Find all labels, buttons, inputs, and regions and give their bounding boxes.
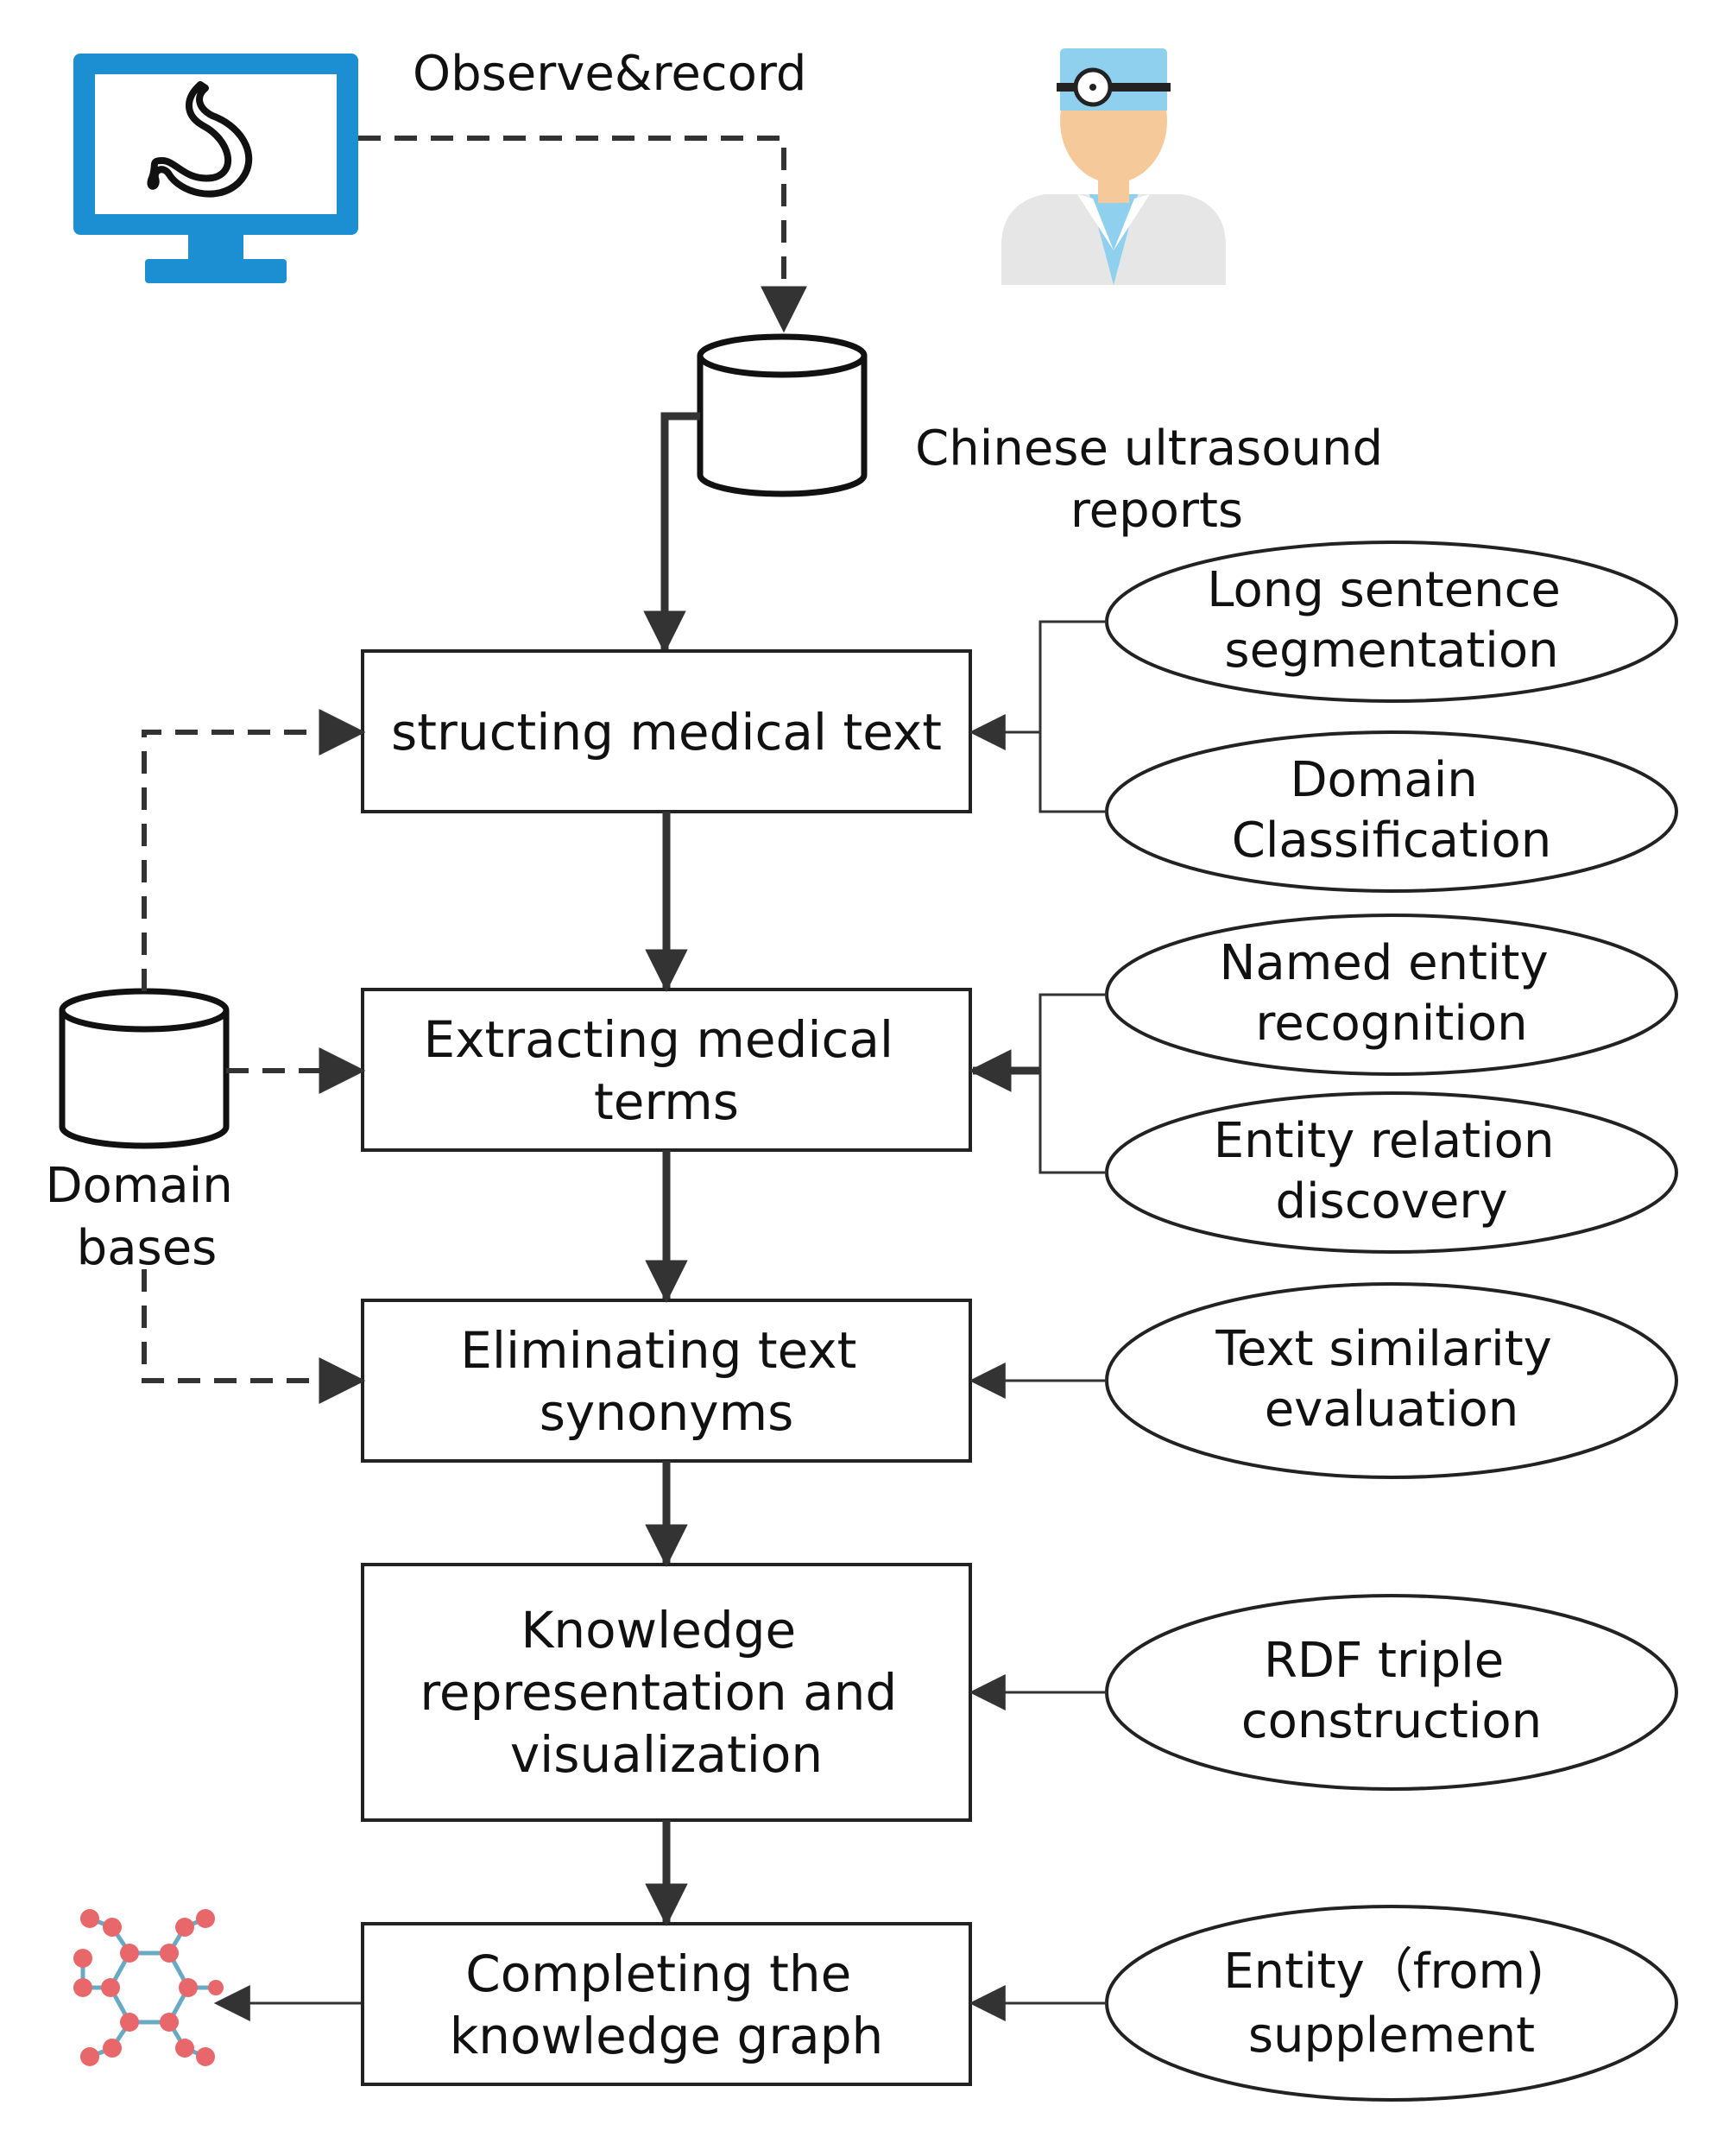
- reports-database-icon: [697, 333, 868, 497]
- step-extracting-label: Extracting medical terms: [424, 1010, 910, 1131]
- reports-to-structuring-arrow: [643, 412, 700, 654]
- method-rdf-triple-construction: RDF triple construction: [1105, 1594, 1678, 1791]
- method-text-similarity-evaluation: Text similarity evaluation: [1105, 1282, 1678, 1479]
- observe-record-label: Observe&record: [413, 46, 806, 102]
- domain-to-structuring-arrow: [142, 709, 366, 991]
- step-eliminating-label: Eliminating text synonyms: [460, 1321, 873, 1442]
- domain-to-eliminating-arrow: [142, 1269, 366, 1404]
- domain-database-icon: [59, 988, 230, 1149]
- knowledge-graph-icon: [73, 1909, 224, 2066]
- method-named-entity-recognition-label: Named entity recognition: [1220, 935, 1564, 1052]
- method-entity-relation-discovery: Entity relation discovery: [1105, 1091, 1678, 1254]
- method-long-sentence-segmentation: Long sentence segmentation: [1105, 541, 1678, 703]
- method-domain-classification-label: Domain Classification: [1232, 752, 1552, 869]
- bracket-structuring: [1038, 620, 1107, 813]
- step-eliminating: Eliminating text synonyms: [361, 1299, 972, 1463]
- method-named-entity-recognition: Named entity recognition: [1105, 914, 1678, 1076]
- step-completing: Completing the knowledge graph: [361, 1922, 972, 2086]
- monitor-stomach-icon: [73, 54, 358, 283]
- reports-label: Chinese ultrasound reports: [915, 420, 1398, 539]
- bracket-extracting: [1038, 993, 1107, 1174]
- domain-bases-label: Domain bases: [45, 1158, 248, 1276]
- step-structuring: structing medical text: [361, 649, 972, 813]
- method-text-similarity-evaluation-label: Text similarity evaluation: [1215, 1321, 1567, 1438]
- doctor-icon: [1001, 48, 1226, 285]
- method-entity-supplement-label: Entity（from) supplement: [1223, 1944, 1559, 2064]
- step-structuring-label: structing medical text: [391, 703, 942, 762]
- method-entity-relation-discovery-label: Entity relation discovery: [1214, 1113, 1570, 1230]
- step-completing-label: Completing the knowledge graph: [450, 1944, 884, 2065]
- observe-record-arrow: [358, 136, 807, 333]
- step-knowledge-representation-label: Knowledge representation and visualizati…: [420, 1601, 912, 1784]
- method-rdf-triple-construction-label: RDF triple construction: [1241, 1633, 1542, 1749]
- method-entity-supplement: Entity（from) supplement: [1105, 1905, 1678, 2102]
- method-long-sentence-segmentation-label: Long sentence segmentation: [1207, 562, 1575, 679]
- step-extracting: Extracting medical terms: [361, 988, 972, 1152]
- method-domain-classification: Domain Classification: [1105, 730, 1678, 893]
- step-knowledge-representation: Knowledge representation and visualizati…: [361, 1563, 972, 1822]
